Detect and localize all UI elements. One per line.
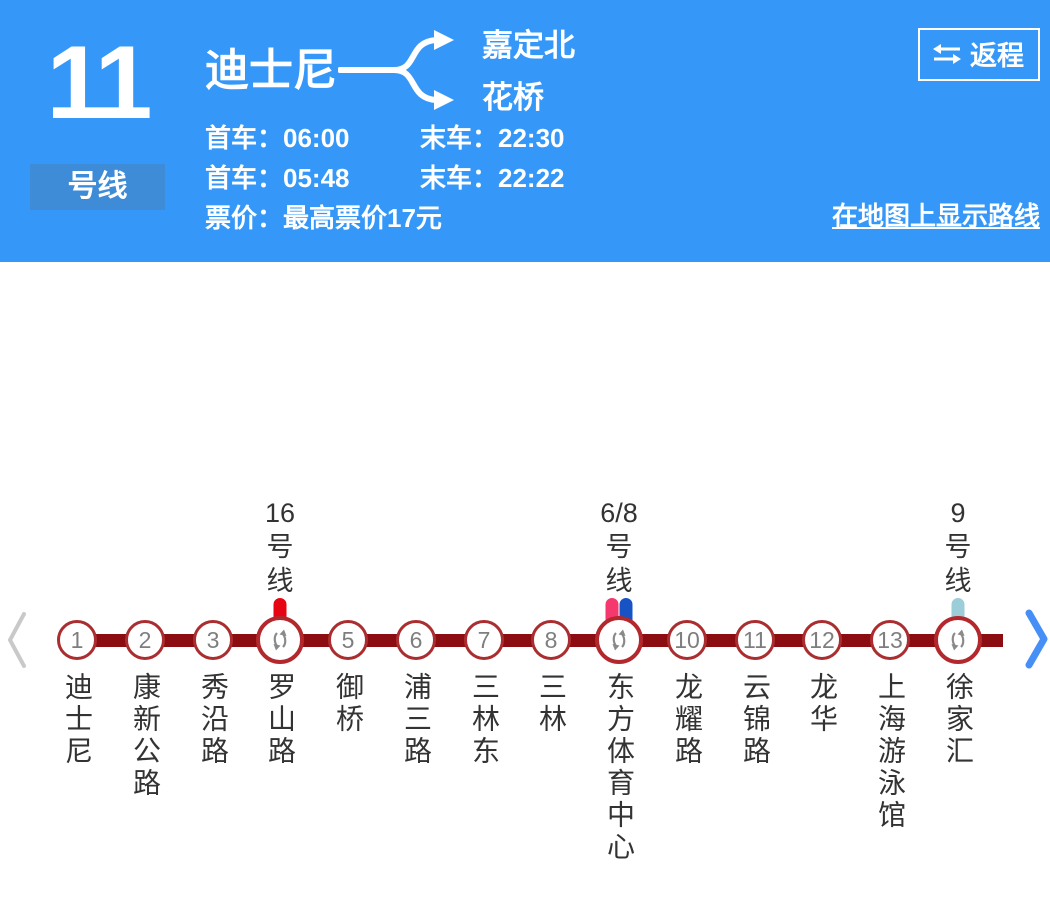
station-number-circle[interactable]: 10 bbox=[667, 620, 707, 660]
station-number: 6 bbox=[409, 626, 423, 653]
transfer-icon bbox=[273, 629, 287, 651]
transfer-line-label: 16 号线 bbox=[265, 496, 295, 598]
destination-branch-2: 花桥 bbox=[482, 80, 544, 115]
station-name[interactable]: 浦三路 bbox=[401, 672, 432, 768]
fare-value: 最高票价17元 bbox=[283, 203, 442, 233]
last-train-time: 22:30 bbox=[498, 123, 565, 153]
transfer-line-number: 16 bbox=[264, 498, 296, 528]
station-number: 12 bbox=[809, 626, 835, 653]
station-name[interactable]: 迪士尼 bbox=[62, 672, 93, 768]
station-number: 7 bbox=[477, 626, 491, 653]
scroll-right-chevron-icon[interactable] bbox=[1024, 608, 1050, 670]
first-train-time: 06:00 bbox=[283, 123, 350, 153]
station-number-circle[interactable]: 13 bbox=[870, 620, 910, 660]
station-number: 5 bbox=[341, 626, 355, 653]
last-train-label: 末车： bbox=[420, 123, 499, 153]
schedule-row-2: 首车：05:48 末车：22:22 bbox=[205, 158, 565, 195]
return-trip-label: 返程 bbox=[970, 41, 1024, 71]
last-train-label: 末车： bbox=[420, 163, 499, 193]
transfer-line-suffix-char: 线 bbox=[605, 566, 633, 596]
station-number: 1 bbox=[70, 626, 84, 653]
transfer-line-label: 6/8 号线 bbox=[600, 496, 638, 598]
destination-branch-1: 嘉定北 bbox=[482, 28, 575, 63]
return-trip-button[interactable]: 返程 bbox=[918, 28, 1040, 81]
line-suffix-badge: 号线 bbox=[30, 164, 165, 210]
station-number: 8 bbox=[544, 626, 558, 653]
station-name[interactable]: 云锦路 bbox=[740, 672, 771, 768]
transfer-line-number: 9 bbox=[950, 498, 966, 528]
transfer-icon bbox=[612, 629, 626, 651]
station-number: 10 bbox=[674, 626, 700, 653]
station-number-circle[interactable]: 11 bbox=[735, 620, 775, 660]
station-number-circle[interactable]: 12 bbox=[802, 620, 842, 660]
station-name[interactable]: 龙耀路 bbox=[672, 672, 703, 768]
station-number: 3 bbox=[206, 626, 220, 653]
station-number: 13 bbox=[877, 626, 903, 653]
origin-station: 迪士尼 bbox=[205, 46, 337, 95]
transfer-station-circle[interactable] bbox=[256, 616, 304, 664]
transfer-line-suffix-char: 号 bbox=[605, 532, 633, 562]
station-number: 11 bbox=[743, 626, 767, 653]
transfer-station-circle[interactable] bbox=[595, 616, 643, 664]
station-number-circle[interactable]: 3 bbox=[193, 620, 233, 660]
fare-label: 票价： bbox=[205, 203, 284, 233]
show-on-map-link[interactable]: 在地图上显示路线 bbox=[831, 201, 1040, 231]
transfer-station-circle[interactable] bbox=[934, 616, 982, 664]
station-number: 2 bbox=[138, 626, 152, 653]
transfer-line-label: 9 号线 bbox=[945, 496, 972, 598]
last-train-time: 22:22 bbox=[498, 163, 565, 193]
station-name[interactable]: 三林 bbox=[536, 672, 567, 736]
station-number-circle[interactable]: 1 bbox=[57, 620, 97, 660]
branch-arrows-icon bbox=[338, 30, 454, 110]
transfer-line-suffix-char: 号 bbox=[266, 532, 294, 562]
fare-row: 票价：最高票价17元 bbox=[205, 198, 442, 235]
line-number: 11 bbox=[46, 25, 153, 141]
transfer-line-suffix-char: 线 bbox=[266, 566, 294, 596]
line-header: 11 号线 迪士尼 嘉定北 花桥 首车：06:00 末车：22:30 首车：05… bbox=[0, 0, 1050, 262]
first-train-label: 首车： bbox=[205, 123, 284, 153]
station-name[interactable]: 三林东 bbox=[469, 672, 500, 768]
station-name[interactable]: 东方体育中心 bbox=[604, 672, 635, 864]
transfer-line-suffix-char: 线 bbox=[944, 566, 972, 596]
station-name[interactable]: 御桥 bbox=[333, 672, 364, 736]
station-number-circle[interactable]: 5 bbox=[328, 620, 368, 660]
line-number-block: 11 号线 bbox=[30, 8, 165, 210]
station-number-circle[interactable]: 8 bbox=[531, 620, 571, 660]
transfer-line-suffix-char: 号 bbox=[944, 532, 972, 562]
scroll-left-chevron-icon[interactable] bbox=[5, 610, 29, 670]
first-train-time: 05:48 bbox=[283, 163, 350, 193]
station-name[interactable]: 罗山路 bbox=[265, 672, 296, 768]
station-name[interactable]: 徐家汇 bbox=[943, 672, 974, 768]
first-train-label: 首车： bbox=[205, 163, 284, 193]
station-number-circle[interactable]: 7 bbox=[464, 620, 504, 660]
transfer-icon bbox=[951, 629, 965, 651]
station-number-circle[interactable]: 2 bbox=[125, 620, 165, 660]
station-number-circle[interactable]: 6 bbox=[396, 620, 436, 660]
station-name[interactable]: 康新公路 bbox=[130, 672, 161, 800]
station-name[interactable]: 秀沿路 bbox=[198, 672, 229, 768]
schedule-row-1: 首车：06:00 末车：22:30 bbox=[205, 118, 565, 155]
station-name[interactable]: 上海游泳馆 bbox=[875, 672, 906, 832]
swap-direction-icon bbox=[933, 43, 961, 64]
transfer-line-number: 6/8 bbox=[600, 498, 638, 528]
station-name[interactable]: 龙华 bbox=[807, 672, 838, 736]
